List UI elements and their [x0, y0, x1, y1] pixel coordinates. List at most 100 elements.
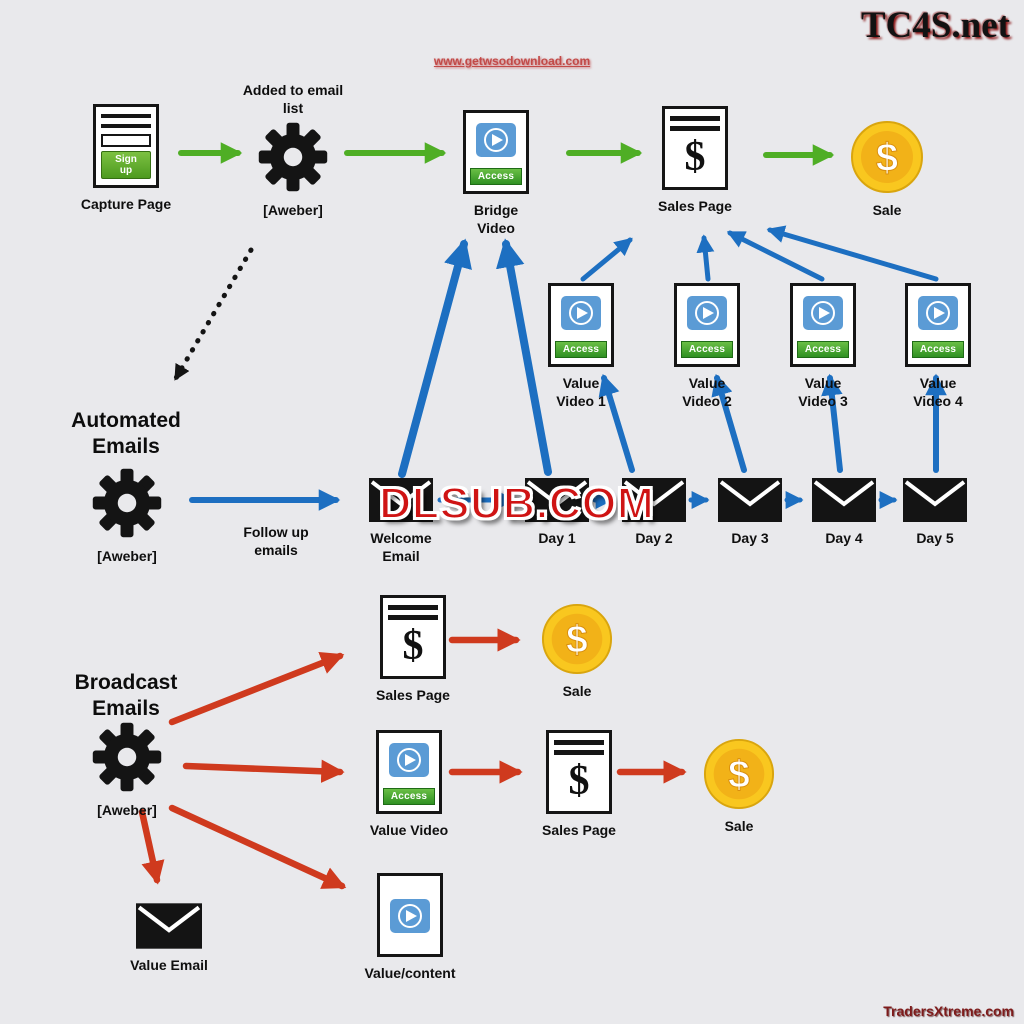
access-badge: Access: [796, 341, 850, 358]
access-badge: Access: [554, 341, 608, 358]
dotted-arrow: [173, 247, 254, 381]
day2-email-node: Day 2: [622, 478, 686, 548]
watermark-tc4s: TC4S.net: [860, 5, 1010, 46]
value-video-icon: Access: [905, 283, 971, 367]
value-video2-node: Access Value Video 2: [670, 283, 744, 410]
value-video4-node: Access Value Video 4: [901, 283, 975, 410]
day5-email-node: Day 5: [903, 478, 967, 548]
sales-page-icon: $: [546, 730, 612, 814]
broadcast-sales-page1-label: Sales Page: [376, 687, 450, 703]
capture-page-label: Capture Page: [80, 196, 172, 212]
follow-up-emails-note: Follow up emails: [243, 524, 309, 558]
dollar-icon: $: [402, 623, 424, 669]
aweber-automated-node: [Aweber]: [84, 466, 170, 566]
form-field: [101, 134, 151, 147]
aweber-broadcast-node: [Aweber]: [84, 720, 170, 820]
coin-icon: $: [703, 738, 775, 810]
value-email-label: Value Email: [130, 957, 208, 973]
broadcast-value-video-node: Access Value Video: [368, 730, 450, 840]
text-line: [101, 114, 151, 118]
value-video1-label: Value Video 1: [556, 375, 606, 409]
sales-page-icon: $: [662, 106, 728, 190]
day3-email-node: Day 3: [718, 478, 782, 548]
value-video-icon: Access: [548, 283, 614, 367]
automated-emails-heading: Automated Emails: [71, 409, 181, 459]
envelope-icon: [903, 478, 967, 522]
day4-email-node: Day 4: [812, 478, 876, 548]
play-icon: [561, 296, 601, 330]
day3-email-label: Day 3: [731, 530, 769, 546]
dollar-icon: $: [566, 619, 588, 662]
text-line: [554, 740, 604, 745]
watermark-getwsodownload: www.getwsodownload.com: [433, 54, 591, 68]
value-video-icon: Access: [790, 283, 856, 367]
sale-top-label: Sale: [872, 202, 902, 218]
dollar-icon: $: [568, 758, 590, 804]
envelope-icon: [369, 478, 433, 522]
bridge-video-label: Bridge Video: [473, 202, 519, 236]
dollar-icon: $: [876, 136, 898, 180]
sales-page-top-node: $ Sales Page: [656, 106, 734, 216]
value-video2-label: Value Video 2: [682, 375, 732, 409]
value-video3-node: Access Value Video 3: [786, 283, 860, 410]
aweber-automated-label: [Aweber]: [97, 548, 157, 564]
watermark-dlsub: DLSUB.COM: [378, 478, 655, 529]
coin-icon: $: [851, 121, 923, 193]
play-icon: [687, 296, 727, 330]
play-icon: [389, 743, 429, 777]
text-line: [670, 116, 720, 121]
envelope-icon: [136, 903, 202, 949]
coin-icon: $: [541, 603, 613, 675]
value-video3-label: Value Video 3: [798, 375, 848, 409]
broadcast-sale2-node: $ Sale: [700, 738, 778, 836]
envelope-icon: [622, 478, 686, 522]
dollar-icon: $: [728, 754, 750, 797]
value-content-node: Value/content: [364, 873, 456, 983]
access-badge: Access: [382, 788, 436, 805]
text-line: [670, 126, 720, 131]
signup-button: Sign up: [101, 151, 151, 179]
access-badge: Access: [911, 341, 965, 358]
access-badge: Access: [469, 168, 523, 185]
play-icon: [803, 296, 843, 330]
aweber-top-node: [Aweber]: [250, 120, 336, 220]
sale-top-node: $ Sale: [848, 120, 926, 220]
day5-email-label: Day 5: [916, 530, 954, 546]
added-to-email-list-note: Added to email list: [242, 82, 344, 116]
broadcast-sales-page2-node: $ Sales Page: [540, 730, 618, 840]
value-email-node: Value Email: [130, 903, 208, 975]
capture-page-node: Sign up Capture Page: [78, 104, 174, 214]
day1-email-label: Day 1: [538, 530, 576, 546]
day1-email-node: Day 1: [525, 478, 589, 548]
value-video4-label: Value Video 4: [913, 375, 963, 409]
aweber-top-label: [Aweber]: [263, 202, 323, 218]
welcome-email-label: Welcome Email: [370, 530, 432, 564]
day4-email-label: Day 4: [825, 530, 863, 546]
capture-page-icon: Sign up: [93, 104, 159, 188]
text-line: [101, 124, 151, 128]
gear-icon: [92, 468, 162, 538]
text-line: [554, 750, 604, 755]
broadcast-sales-page2-label: Sales Page: [542, 822, 616, 838]
text-line: [388, 615, 438, 620]
broadcast-sales-page1-node: $ Sales Page: [374, 595, 452, 705]
broadcast-sale2-label: Sale: [724, 818, 754, 834]
sales-page-top-label: Sales Page: [658, 198, 732, 214]
value-content-icon: [377, 873, 443, 957]
play-icon: [918, 296, 958, 330]
day2-email-label: Day 2: [635, 530, 673, 546]
watermark-tradersxtreme: TradersXtreme.com: [883, 1003, 1014, 1019]
value-video1-node: Access Value Video 1: [544, 283, 618, 410]
broadcast-emails-heading: Broadcast Emails: [74, 671, 178, 721]
value-video-icon: Access: [376, 730, 442, 814]
bridge-video-icon: Access: [463, 110, 529, 194]
bridge-video-node: Access Bridge Video: [458, 110, 534, 237]
access-badge: Access: [680, 341, 734, 358]
gear-icon: [92, 722, 162, 792]
gear-icon: [258, 122, 328, 192]
value-content-label: Value/content: [364, 965, 456, 981]
envelope-icon: [718, 478, 782, 522]
envelope-icon: [812, 478, 876, 522]
sales-page-icon: $: [380, 595, 446, 679]
